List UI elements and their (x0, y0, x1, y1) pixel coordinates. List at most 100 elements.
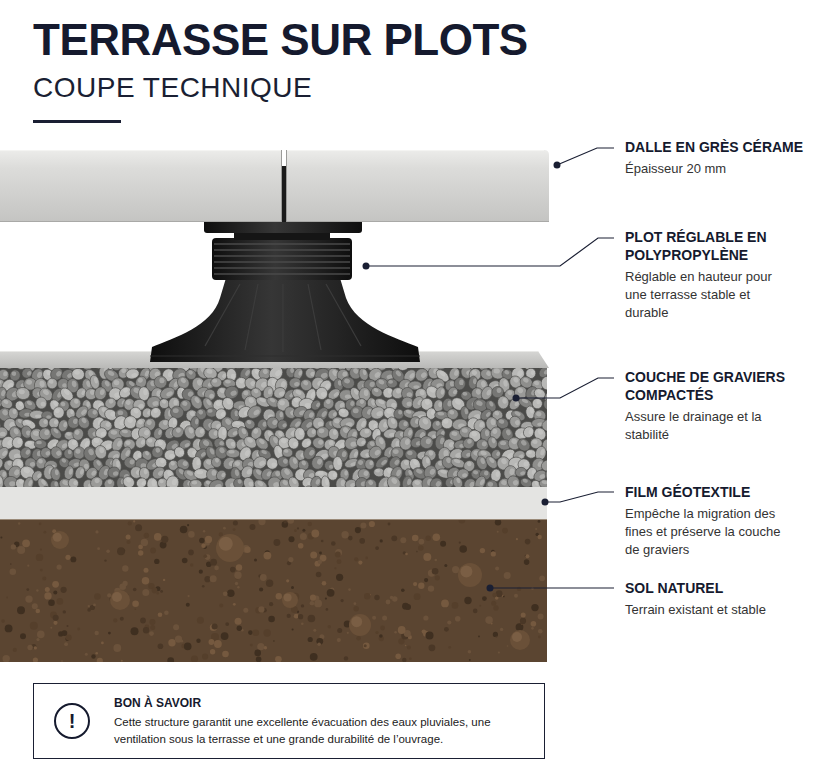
soil-clod (326, 608, 329, 611)
illustration-part (0, 519, 547, 520)
gravel-highlight (73, 418, 79, 424)
soil-clod (186, 603, 190, 607)
gravel-highlight (311, 429, 316, 435)
soil-clod (234, 572, 241, 579)
gravel-highlight (388, 380, 393, 384)
gravel-highlight (353, 408, 359, 414)
soil-clod (138, 550, 143, 555)
gravel-highlight (36, 371, 43, 379)
gravel-highlight (440, 389, 445, 395)
soil-clod (61, 660, 63, 662)
gravel-stone (155, 457, 167, 468)
gravel-stone (210, 455, 224, 469)
soil-clod (459, 542, 461, 544)
gravel-highlight (55, 450, 62, 457)
gravel-stone (193, 425, 206, 439)
soil-clod (507, 645, 509, 647)
soil-clod (196, 639, 200, 643)
gravel-highlight (224, 418, 232, 426)
gravel-stone (232, 368, 244, 369)
soil-clod (348, 536, 353, 541)
soil-clod (429, 644, 436, 651)
gravel-highlight (189, 410, 196, 417)
gravel-highlight (350, 401, 355, 407)
gravel-stone (93, 444, 108, 460)
soil-clod (502, 528, 508, 534)
gravel-stone (434, 386, 446, 401)
gravel-highlight (299, 429, 303, 435)
soil-clod (210, 649, 215, 654)
soil-clod (184, 643, 192, 651)
gravel-highlight (461, 428, 468, 433)
gravel-highlight (39, 380, 45, 387)
soil-clod (30, 622, 38, 630)
soil-clod (321, 540, 324, 543)
gravel-highlight (485, 430, 490, 437)
soil-clod (210, 575, 217, 582)
gravel-highlight (306, 440, 312, 446)
soil-clod (452, 566, 459, 573)
soil-clod (435, 575, 440, 580)
gravel-highlight (405, 439, 410, 445)
gravel-stone (11, 435, 25, 449)
gravel-highlight (308, 411, 315, 418)
gravel-highlight (522, 377, 529, 384)
gravel-highlight (504, 369, 510, 375)
gravel-stone (193, 425, 206, 439)
gravel-highlight (228, 450, 235, 454)
soil-clod (349, 614, 371, 636)
soil-clod (359, 538, 365, 544)
gravel-highlight (246, 419, 252, 425)
gravel-highlight (360, 420, 367, 428)
soil-clod (328, 625, 331, 628)
gravel-highlight (108, 398, 114, 404)
gravel-highlight (253, 428, 259, 435)
soil-clod (187, 524, 189, 526)
soil-clod (237, 626, 242, 631)
soil-clod (120, 617, 124, 621)
gravel-highlight (424, 399, 431, 406)
gravel-highlight (512, 376, 519, 383)
soil-clod (308, 637, 313, 642)
gravel-highlight (6, 460, 12, 466)
gravel-highlight (496, 388, 501, 394)
gravel-highlight (137, 452, 142, 458)
gravel-stone (172, 445, 186, 460)
soil-clod (88, 605, 90, 607)
gravel-highlight (308, 449, 315, 457)
gravel-highlight (172, 419, 177, 425)
gravel-highlight (362, 369, 367, 375)
soil-clod (149, 631, 154, 636)
soil-clod (356, 636, 361, 641)
soil-clod (497, 531, 499, 533)
gravel-highlight (533, 380, 539, 386)
soil-clod (375, 631, 378, 634)
soil-clod (142, 589, 149, 596)
gravel-highlight (420, 371, 428, 379)
soil-clod (85, 653, 88, 656)
soil-clod (485, 616, 493, 624)
gravel-highlight (29, 461, 35, 467)
soil-clod (374, 595, 379, 600)
gravel-highlight (494, 410, 500, 416)
gravel-stone (11, 435, 25, 449)
soil-clod (351, 616, 362, 627)
soil-clod (525, 539, 531, 545)
soil-clod (444, 564, 447, 567)
soil-clod (112, 592, 122, 602)
gravel-highlight (269, 397, 276, 403)
soil-clod (516, 623, 524, 631)
soil-clod (301, 623, 304, 626)
gravel-highlight (208, 409, 213, 413)
soil-clod (142, 577, 150, 585)
soil-clod (235, 582, 238, 585)
gravel-stone (38, 417, 50, 429)
soil-clod (67, 625, 69, 627)
gravel-highlight (147, 438, 152, 442)
soil-clod (248, 630, 253, 635)
gravel-highlight (395, 440, 400, 447)
soil-clod (233, 528, 236, 531)
soil-clod (286, 579, 289, 582)
soil-clod (63, 610, 66, 613)
soil-clod (308, 522, 312, 526)
